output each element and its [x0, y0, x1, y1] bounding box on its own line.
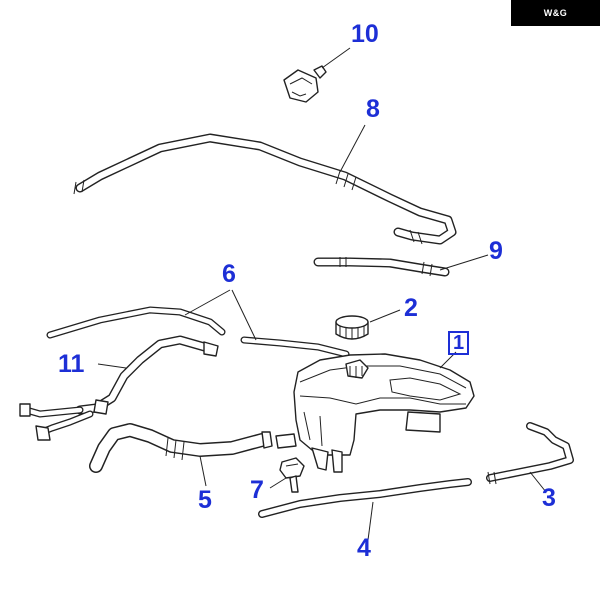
- part-6-pipes: [46, 306, 350, 358]
- part-2-cap: [335, 315, 369, 340]
- callout-8: 8: [366, 95, 380, 123]
- callout-10: 10: [351, 20, 379, 48]
- leader-4: [367, 501, 374, 541]
- part-7-bolt: [279, 457, 305, 493]
- part-1-expansion-tank: [275, 353, 475, 473]
- part-8-hose: [73, 133, 457, 245]
- leader-3: [529, 471, 547, 493]
- part-4-hose: [258, 478, 472, 518]
- brand-logo: W&G: [511, 0, 600, 26]
- callout-6: 6: [222, 260, 236, 288]
- callout-4: 4: [357, 534, 371, 562]
- part-3-pipe: [486, 422, 574, 485]
- leader-6: [184, 289, 257, 341]
- part-5-hose: [89, 423, 273, 473]
- leader-5: [199, 455, 207, 487]
- leader-7: [269, 477, 287, 489]
- callout-3: 3: [542, 484, 556, 512]
- callout-2: 2: [404, 294, 418, 322]
- leader-8: [339, 124, 366, 173]
- callout-1: 1: [448, 331, 469, 355]
- leader-9: [439, 254, 489, 271]
- part-11-hose-assembly: [19, 335, 219, 441]
- part-9-hose: [313, 257, 450, 277]
- part-10-sensor: [283, 65, 327, 103]
- callout-11: 11: [58, 350, 85, 378]
- callout-7: 7: [250, 476, 264, 504]
- leader-10: [321, 47, 351, 69]
- callout-9: 9: [489, 237, 503, 265]
- leader-2: [369, 309, 401, 323]
- leader-11: [97, 363, 127, 369]
- callout-5: 5: [198, 486, 212, 514]
